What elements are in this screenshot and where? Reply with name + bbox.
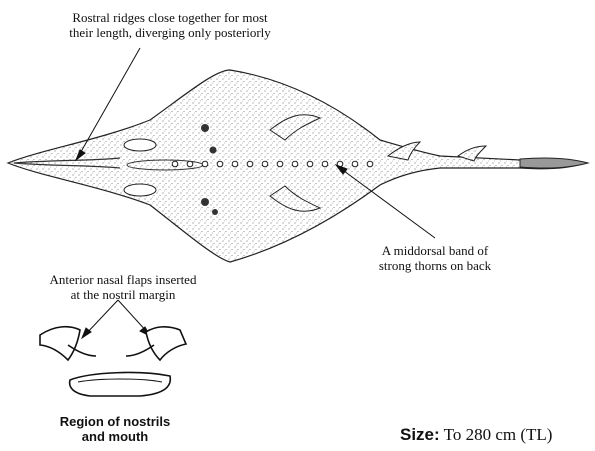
rostral-caption-line2: their length, diverging only posteriorly [20, 25, 320, 40]
band-caption-line1: A middorsal band of [360, 243, 510, 258]
spot [212, 209, 218, 215]
spot [210, 147, 217, 154]
region-caption-line2: and mouth [45, 429, 185, 444]
size-caption: Size: To 280 cm (TL) [400, 425, 595, 445]
nasal-flap-right [126, 345, 154, 356]
mouth-outline [70, 373, 171, 396]
nasal-leader-left [85, 300, 118, 335]
size-value: To 280 cm (TL) [440, 425, 553, 444]
rostral-ridges-caption: Rostral ridges close together for most t… [20, 10, 320, 40]
size-key: Size: [400, 425, 440, 444]
nasal-caption-line2: at the nostril margin [4, 287, 242, 302]
nasal-flaps-caption: Anterior nasal flaps inserted at the nos… [4, 272, 242, 302]
region-caption: Region of nostrils and mouth [45, 414, 185, 444]
eye-upper [124, 139, 156, 151]
spot [201, 198, 209, 206]
nasal-caption-line1: Anterior nasal flaps inserted [4, 272, 242, 287]
nostril-left [40, 327, 80, 360]
nostril-right [146, 327, 186, 360]
ray-drawing [8, 70, 588, 262]
band-caption-line2: strong thorns on back [360, 258, 510, 273]
middorsal-band-caption: A middorsal band of strong thorns on bac… [360, 243, 510, 273]
region-caption-line1: Region of nostrils [45, 414, 185, 429]
nostril-mouth-detail [40, 327, 186, 396]
spot [201, 124, 209, 132]
caudal-fin [520, 158, 588, 168]
eye-lower [124, 184, 156, 196]
rostral-caption-line1: Rostral ridges close together for most [20, 10, 320, 25]
